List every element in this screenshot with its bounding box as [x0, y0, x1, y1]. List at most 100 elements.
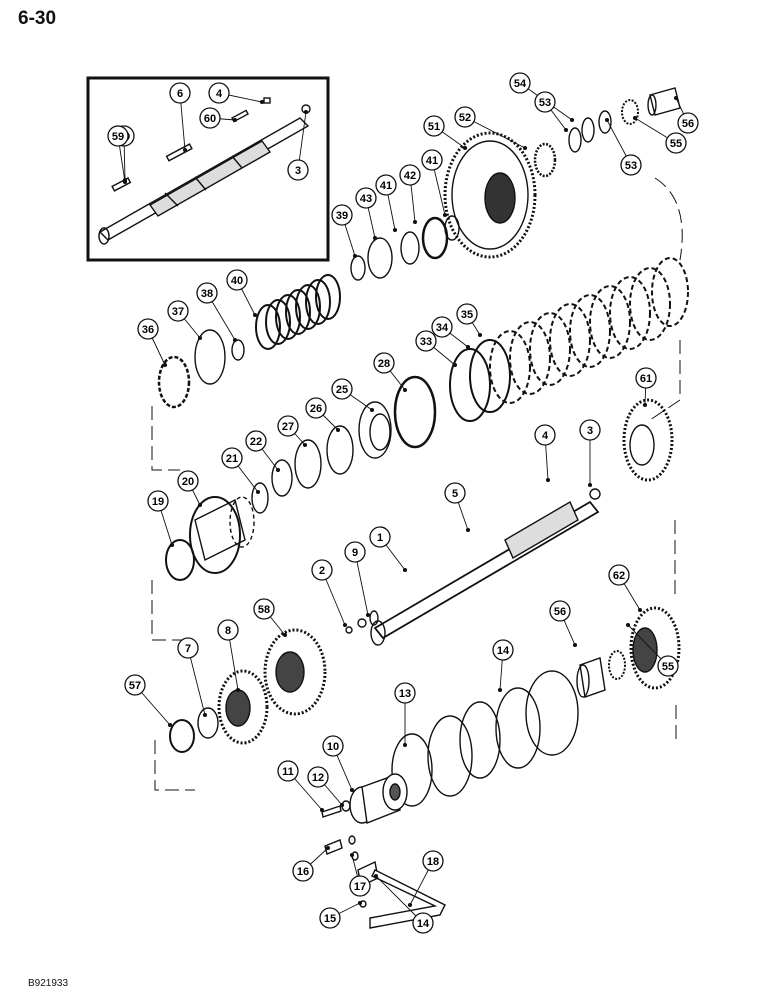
- callout-number: 53: [625, 160, 637, 172]
- callout-circle: [217, 619, 239, 641]
- leader-arrowhead-38: [232, 337, 238, 343]
- callout-55: 55: [665, 132, 687, 154]
- callout-number: 18: [427, 856, 439, 868]
- callout-circle: [412, 912, 434, 934]
- leader-arrowhead-2: [342, 622, 348, 628]
- callout-number: 53: [539, 97, 551, 109]
- callout-8: 8: [217, 619, 239, 641]
- leader-arrowhead-7: [202, 712, 208, 718]
- callout-18: 18: [422, 850, 444, 872]
- callout-number: 36: [142, 324, 154, 336]
- callout-circle: [422, 850, 444, 872]
- leader-arrowhead-14: [373, 873, 379, 879]
- callout-circle: [305, 397, 327, 419]
- leader-arrowhead-10: [349, 787, 355, 793]
- leader-arrowhead-61: [642, 402, 648, 408]
- callout-circle: [253, 598, 275, 620]
- callout-circle: [277, 415, 299, 437]
- callout-62: 62: [608, 564, 630, 586]
- callout-25: 25: [331, 378, 353, 400]
- leader-arrowhead-27: [302, 442, 308, 448]
- leader-arrowhead-55: [632, 115, 638, 121]
- callout-number: 54: [514, 78, 527, 90]
- callout-20: 20: [177, 470, 199, 492]
- callout-circle: [311, 559, 333, 581]
- callout-number: 4: [542, 430, 549, 442]
- main-shaft-1: [370, 488, 601, 646]
- callout-circle: [534, 424, 556, 446]
- leader-arrowhead-18: [407, 902, 413, 908]
- callout-21: 21: [221, 447, 243, 469]
- callout-number: 6: [177, 88, 183, 100]
- leader-arrowhead-42: [412, 219, 418, 225]
- callout-circle: [355, 187, 377, 209]
- callout-circle: [444, 482, 466, 504]
- callout-60: 60: [199, 107, 221, 129]
- leader-line-9: [354, 551, 369, 616]
- clutch-housing-21: [189, 496, 255, 574]
- callout-circle: [322, 735, 344, 757]
- callout-57: 57: [124, 674, 146, 696]
- callout-number: 22: [250, 436, 262, 448]
- spring-pack-40: [255, 274, 341, 350]
- callout-circle: [287, 159, 309, 181]
- page-number: 6-30: [18, 8, 57, 29]
- callout-circle: [199, 107, 221, 129]
- parts-artwork: [86, 76, 689, 929]
- callout-circle: [221, 447, 243, 469]
- callout-circle: [369, 526, 391, 548]
- callout-number: 61: [640, 373, 652, 385]
- callout-number: 59: [112, 131, 124, 143]
- leader-arrowhead-54: [569, 117, 575, 123]
- leader-arrowhead-41: [392, 227, 398, 233]
- callout-35: 35: [456, 303, 478, 325]
- cup-56-upper: [647, 87, 681, 116]
- callout-12: 12: [307, 766, 329, 788]
- callout-28: 28: [373, 352, 395, 374]
- callout-number: 20: [182, 476, 194, 488]
- callout-number: 55: [662, 661, 674, 673]
- callout-59: 59: [107, 125, 129, 147]
- callout-circle: [454, 106, 476, 128]
- callout-number: 17: [354, 881, 366, 893]
- callout-56: 56: [677, 112, 699, 134]
- leader-arrowhead-9: [365, 612, 371, 618]
- callout-36: 36: [137, 318, 159, 340]
- callout-circle: [657, 655, 679, 677]
- callout-number: 9: [352, 547, 358, 559]
- callout-number: 56: [554, 606, 566, 618]
- callout-circle: [331, 204, 353, 226]
- callout-circle: [344, 541, 366, 563]
- callout-number: 16: [297, 866, 309, 878]
- callout-number: 13: [399, 688, 411, 700]
- callout-1: 1: [369, 526, 391, 548]
- leader-arrowhead-52: [522, 145, 528, 151]
- callout-number: 11: [282, 766, 294, 778]
- callout-number: 55: [670, 138, 682, 150]
- callout-circle: [208, 82, 230, 104]
- gear-9: [217, 669, 269, 745]
- callout-number: 52: [459, 112, 471, 124]
- callout-55: 55: [657, 655, 679, 677]
- gear-61: [622, 398, 674, 482]
- leader-arrowhead-3: [587, 482, 593, 488]
- callout-circle: [665, 132, 687, 154]
- callout-circle: [620, 154, 642, 176]
- callout-circle: [169, 82, 191, 104]
- callout-number: 34: [436, 322, 449, 334]
- callout-circle: [421, 149, 443, 171]
- leader-arrowhead-36: [162, 362, 168, 368]
- callout-22: 22: [245, 430, 267, 452]
- callout-number: 7: [185, 643, 191, 655]
- callout-34: 34: [431, 316, 453, 338]
- callout-number: 51: [428, 121, 440, 133]
- callout-number: 62: [613, 570, 625, 582]
- callout-number: 26: [310, 403, 322, 415]
- callout-17: 17: [349, 875, 371, 897]
- callout-7: 7: [177, 637, 199, 659]
- callout-53: 53: [620, 154, 642, 176]
- leader-arrowhead-39: [352, 253, 358, 259]
- callout-circle: [431, 316, 453, 338]
- leader-line-52: [464, 116, 526, 149]
